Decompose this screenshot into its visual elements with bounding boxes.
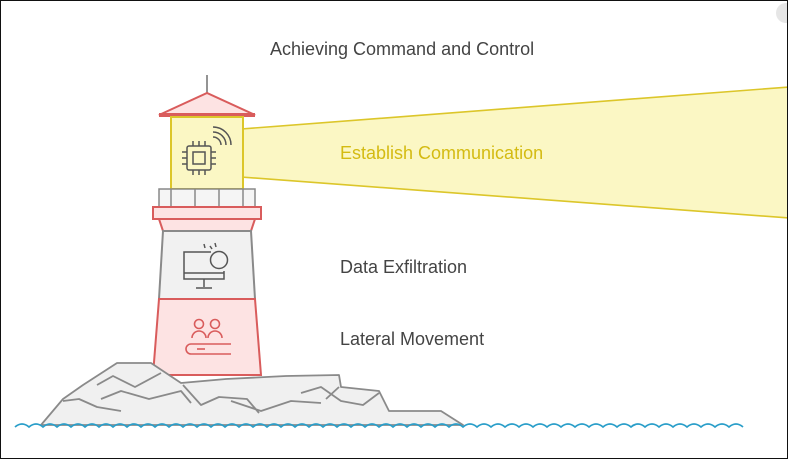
- layer-label-establish-communication: Establish Communication: [340, 143, 544, 163]
- rocks: [40, 362, 464, 426]
- corner-button[interactable]: [776, 3, 787, 23]
- diagram-title: Achieving Command and Control: [270, 39, 535, 59]
- tower-section-red: [151, 298, 263, 376]
- lighthouse-balcony: [152, 206, 262, 220]
- monitor-alert-icon: [183, 242, 229, 289]
- roof-base: [159, 113, 255, 117]
- layer-label-data-exfiltration: Data Exfiltration: [340, 257, 468, 277]
- people-movement-icon: [185, 318, 231, 355]
- tower-section-gray: [157, 230, 257, 300]
- layer-label-lateral-movement: Lateral Movement: [340, 329, 485, 349]
- chip-signal-icon: [182, 126, 232, 175]
- lamp-room: [170, 116, 244, 190]
- lighthouse-roof: [158, 91, 256, 116]
- tower-cap: [157, 218, 257, 232]
- water-waves: [14, 423, 744, 429]
- lighthouse-railing: [158, 188, 256, 208]
